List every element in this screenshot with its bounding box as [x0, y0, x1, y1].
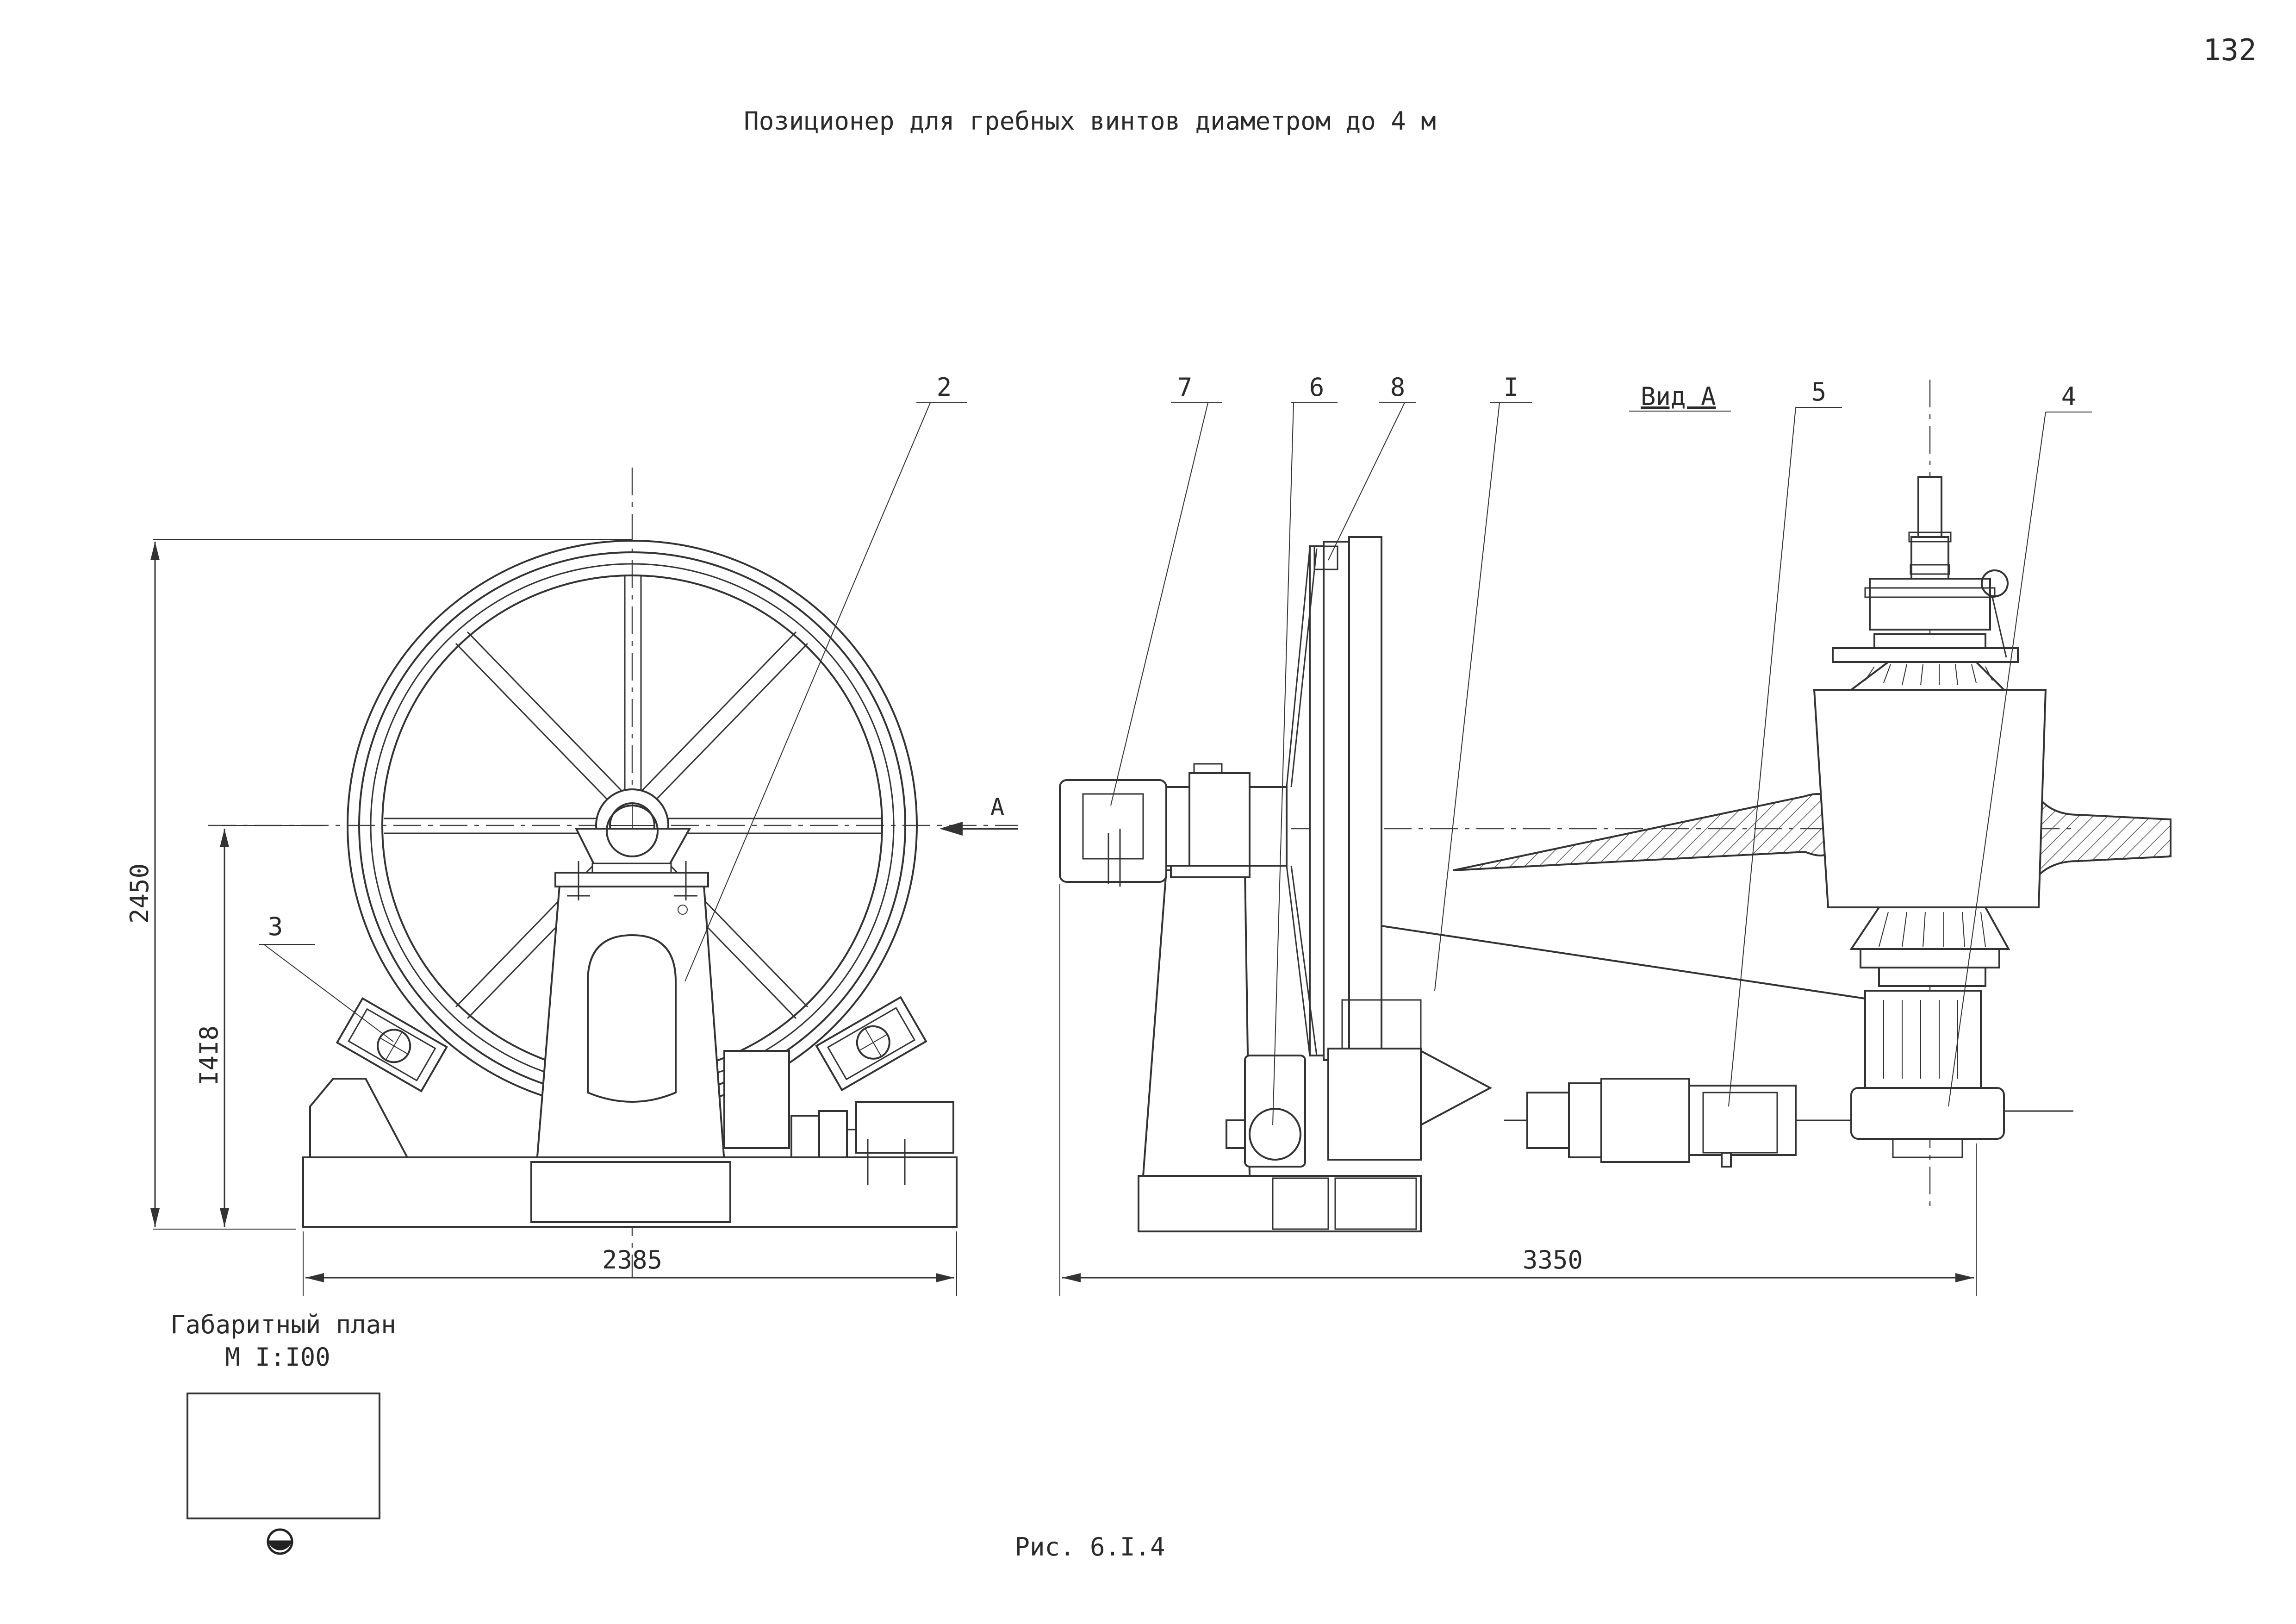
page-title: Позиционер для гребных винтов диаметром … [744, 106, 1436, 136]
leader-4 [1948, 412, 2046, 1107]
side-gearbox [1059, 763, 1288, 887]
callout-4: 4 [2061, 382, 2077, 411]
side-bottom-drive [1226, 1048, 1422, 1168]
plan-outline [187, 1393, 380, 1519]
callout-3: 3 [268, 912, 283, 941]
view-label: Вид А [1641, 382, 1716, 411]
callout-6: 6 [1309, 373, 1325, 402]
propeller [1453, 476, 2172, 1158]
callout-1: I [1504, 373, 1519, 402]
dim-overall-height: 2450 [125, 863, 154, 924]
leader-1 [1434, 402, 1500, 991]
leader-2 [684, 402, 931, 982]
figure-caption: Рис. 6.I.4 [1014, 1532, 1165, 1562]
front-gearbox [723, 1050, 790, 1149]
view-arrow-label: А [990, 793, 1004, 820]
front-drive-motor [790, 1101, 954, 1185]
dim-side-length: 3350 [1523, 1245, 1583, 1274]
plan-title: Габаритный план [170, 1310, 396, 1339]
dim-front-width: 2385 [602, 1245, 662, 1274]
leader-6 [1272, 402, 1294, 1125]
plan-marker-icon [267, 1528, 293, 1555]
frame-beam [1381, 925, 1875, 1001]
plan-scale: М I:I00 [225, 1343, 330, 1372]
dim-axis-height: I4I8 [194, 1025, 224, 1086]
side-view: Вид А [1059, 373, 2172, 1296]
page-number: 132 [2203, 33, 2257, 68]
leader-8 [1328, 402, 1405, 561]
callout-5: 5 [1811, 377, 1827, 406]
leader-3 [263, 944, 394, 1042]
callout-8: 8 [1390, 373, 1406, 402]
leader-5 [1728, 407, 1796, 1107]
front-base [302, 1078, 958, 1228]
front-dimensions [150, 539, 957, 1296]
right-support-roller [815, 996, 927, 1092]
front-pedestal [535, 805, 726, 1163]
overall-plan: Габаритный план М I:I00 [170, 1310, 396, 1555]
callout-2: 2 [937, 373, 952, 402]
callout-7: 7 [1177, 373, 1193, 402]
center-cone [1420, 1049, 1493, 1127]
side-dimensions [1059, 884, 1977, 1296]
front-view: А [125, 373, 1018, 1296]
view-arrow-head [940, 822, 963, 836]
leader-7 [1110, 402, 1208, 806]
carriage-drive [1504, 1078, 1874, 1168]
side-faceplate [1286, 536, 1422, 1066]
left-support-roller [336, 997, 448, 1093]
